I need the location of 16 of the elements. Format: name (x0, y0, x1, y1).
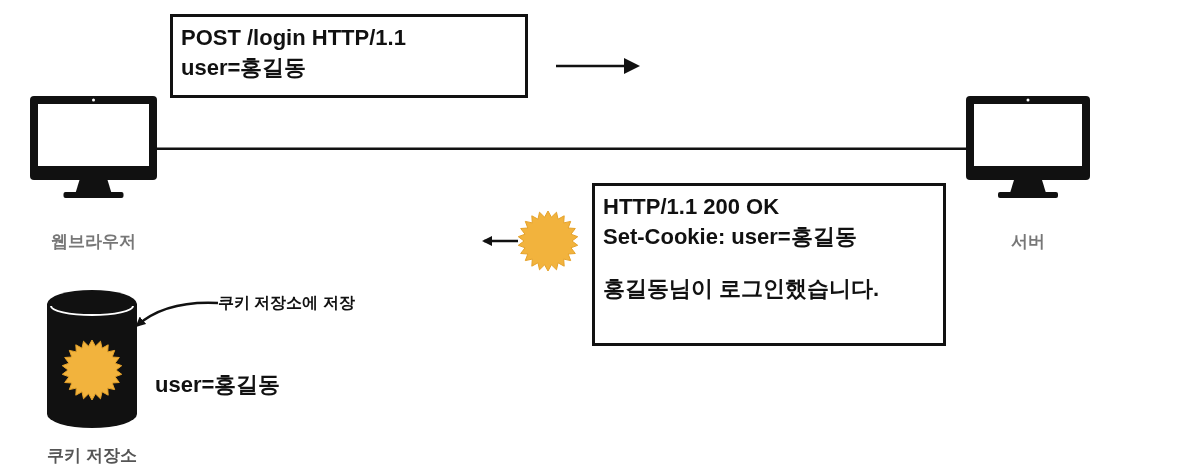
message-text: user=홍길동 (181, 54, 308, 82)
device-caption: 웹브라우저 (50, 231, 137, 253)
starburst-icon (62, 340, 122, 400)
starburst-icon (518, 211, 578, 271)
annotation-text: 쿠키 저장소에 저장 (218, 290, 388, 316)
message-text: 홍길동님이 로그인했습니다. (603, 275, 881, 303)
message-text: HTTP/1.1 200 OK (603, 193, 781, 221)
message-box (170, 14, 528, 98)
arrow (482, 236, 518, 246)
storage-caption: 쿠키 저장소 (47, 445, 137, 467)
message-text: Set-Cookie: user=홍길동 (603, 223, 858, 251)
device-caption: 서버 (1010, 231, 1046, 253)
message-text: POST /login HTTP/1.1 (181, 24, 407, 52)
message-box (592, 183, 946, 346)
connector-line (157, 147, 966, 151)
cookie-value-text: user=홍길동 (155, 371, 281, 399)
